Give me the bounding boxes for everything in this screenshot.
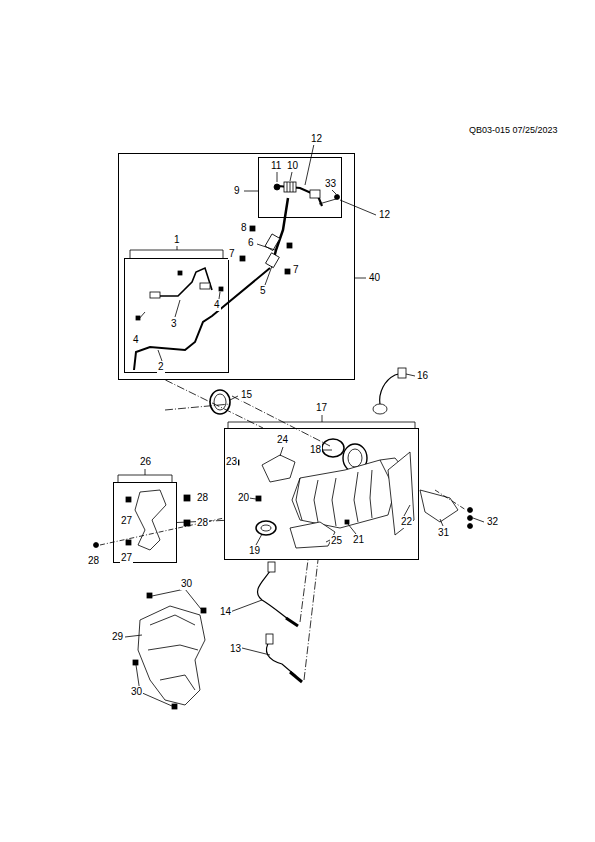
callout-number: 7: [292, 264, 300, 276]
callout-number: 21: [352, 534, 365, 546]
callout-number: 15: [240, 389, 253, 401]
group-box: 1: [124, 258, 229, 373]
callout-number: 32: [486, 516, 499, 528]
callout-number: 4: [132, 334, 140, 346]
callout-number: 27: [120, 515, 133, 527]
callout-number: 4: [213, 299, 221, 311]
group-box: 4091: [118, 153, 355, 380]
callout-number: 33: [324, 178, 337, 190]
dash-dot-connector: [165, 380, 263, 428]
callout-number: 22: [400, 516, 413, 528]
callout-number: 23: [225, 456, 238, 468]
callout-number: 26: [139, 456, 152, 468]
callout-number: 30: [180, 578, 193, 590]
callout-number: 6: [247, 237, 255, 249]
callout-number: 13: [229, 643, 242, 655]
callout-number: 2: [157, 361, 165, 373]
callout-number: 8: [240, 222, 248, 234]
callout-number: 18: [309, 444, 322, 456]
callout-number: 25: [330, 535, 343, 547]
callout-number: 7: [228, 248, 236, 260]
callout-number: 12: [310, 133, 323, 145]
callout-number: 28: [196, 492, 209, 504]
callout-number: 1: [173, 234, 181, 246]
callout-number: 19: [248, 545, 261, 557]
callout-number: 5: [259, 285, 267, 297]
callout-number: 40: [368, 272, 381, 284]
drawing-code: QB03-015 07/25/2023: [468, 124, 559, 136]
callout-number: 12: [378, 209, 391, 221]
callout-number: 3: [170, 318, 178, 330]
callout-number: 28: [196, 517, 209, 529]
callout-number: 28: [87, 555, 100, 567]
callout-number: 31: [437, 527, 450, 539]
callout-number: 24: [276, 434, 289, 446]
callout-number: 14: [219, 606, 232, 618]
callout-number: 9: [233, 185, 241, 197]
callout-number: 17: [315, 402, 328, 414]
callout-number: 16: [416, 370, 429, 382]
callout-number: 29: [111, 631, 124, 643]
callout-number: 10: [286, 160, 299, 172]
callout-number: 30: [130, 686, 143, 698]
callout-number: 27: [120, 552, 133, 564]
callout-number: 20: [237, 492, 250, 504]
callout-number: 11: [270, 160, 282, 172]
